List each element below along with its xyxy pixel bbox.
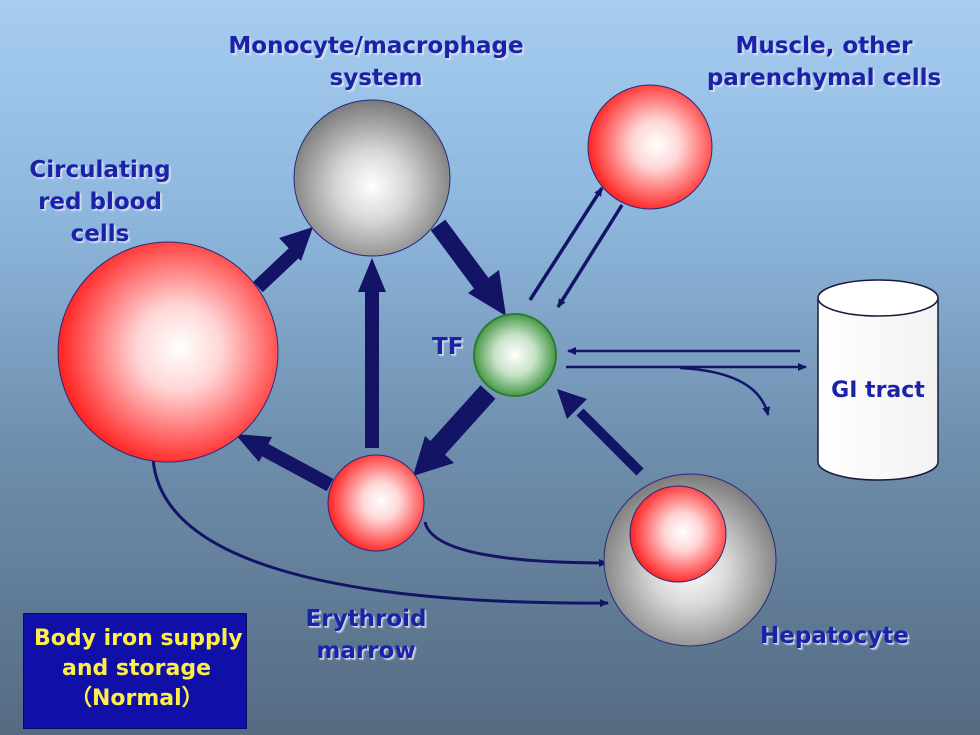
arrow-rbc-to-macrophage	[253, 227, 313, 293]
erythroid-marrow-label: Erythroid marrow	[305, 606, 427, 664]
muscle-label: Muscle, other parenchymal cells	[706, 33, 942, 91]
arrow-macrophage-to-tf	[430, 219, 506, 316]
arrow-marrow-to-macrophage	[358, 258, 386, 448]
arrow-hepatocyte-to-tf	[557, 389, 644, 476]
monocyte-label: Monocyte/macrophage system	[228, 33, 524, 91]
arrow-muscle-to-tf	[556, 204, 624, 308]
tf-transferrin	[473, 313, 557, 397]
arrow-tf-to-marrow	[413, 385, 496, 476]
legend-line-1: Body iron supply	[34, 626, 243, 651]
circulating-rbc-label: Circulating red blood cells	[29, 157, 171, 247]
gi-tract-cylinder	[817, 279, 939, 481]
legend-line-2: and storage	[62, 656, 212, 681]
macrophage-cell	[293, 99, 451, 257]
legend-line-3: （Normal）	[70, 686, 204, 711]
erythroid-marrow-cell	[327, 454, 425, 552]
legend-box: Body iron supply and storage （Normal）	[23, 613, 247, 729]
hepatocyte-label: Hepatocyte	[760, 623, 909, 649]
arrow-marrow-to-hepatocyte	[423, 521, 608, 567]
circulating-rbc-cell	[57, 241, 279, 463]
arrow-rbc-to-hepatocyte	[151, 457, 609, 608]
arrow-marrow-to-rbc	[235, 434, 334, 492]
arrow-gi-loss	[679, 366, 771, 416]
tf-label: TF	[432, 334, 464, 360]
arrow-tf-to-muscle	[528, 187, 604, 301]
hepatocyte-nucleus	[629, 485, 727, 583]
gi-tract-label: GI tract	[831, 378, 925, 403]
muscle-cell	[587, 84, 713, 210]
